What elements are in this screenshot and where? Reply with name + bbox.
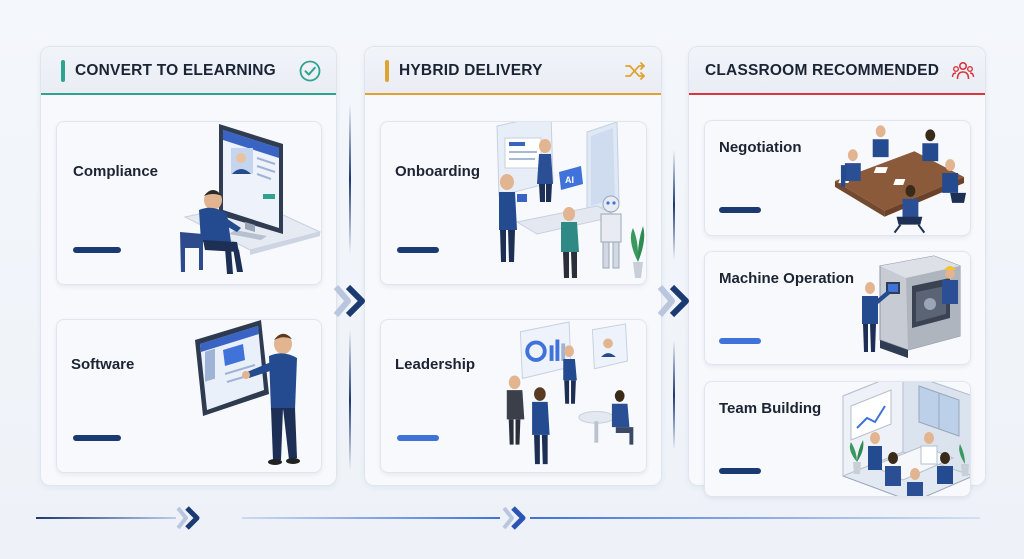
chevron-right-icon (657, 284, 689, 318)
card-bar (397, 247, 439, 253)
software-illustration (195, 320, 300, 465)
chevron-right-icon (176, 506, 200, 530)
card-label: Onboarding (395, 163, 480, 180)
compliance-illustration (180, 124, 321, 274)
card-label: Software (71, 356, 135, 373)
card-bar (73, 247, 121, 253)
leadership-illustration (506, 321, 634, 465)
chevron-right-icon (333, 284, 365, 318)
header-underline (689, 93, 985, 95)
card-bar (73, 435, 121, 441)
header-underline (365, 93, 661, 95)
column-title: CLASSROOM RECOMMENDED (705, 62, 940, 79)
card-bar (397, 435, 439, 441)
column-classroom-recommended: CLASSROOM RECOMMENDED Negotiation (688, 46, 986, 497)
accent-bar (61, 60, 65, 82)
column-hybrid-delivery: HYBRID DELIVERY Onboarding AI (364, 46, 662, 486)
column-header: CONVERT TO ELEARNING (41, 47, 336, 95)
card-bar (719, 468, 761, 474)
card-label: Team Building (719, 400, 822, 417)
card-team-building[interactable]: Team Building (704, 381, 971, 497)
column-header: HYBRID DELIVERY (365, 47, 661, 95)
chevron-right-icon (502, 506, 526, 530)
timeline-line (36, 517, 176, 519)
accent-bar (385, 60, 389, 82)
column-header: CLASSROOM RECOMMENDED (689, 47, 985, 95)
negotiation-illustration (834, 125, 967, 234)
column-convert-to-elearning: CONVERT TO ELEARNING Compliance (40, 46, 337, 486)
check-circle-icon (299, 60, 321, 82)
connector-line (349, 104, 351, 254)
card-leadership[interactable]: Leadership (380, 319, 647, 473)
card-label: Negotiation (719, 139, 802, 156)
card-negotiation[interactable]: Negotiation (704, 120, 971, 236)
card-label: Leadership (395, 356, 476, 373)
header-underline (41, 93, 336, 95)
people-group-icon (951, 61, 975, 80)
card-compliance[interactable]: Compliance (56, 121, 322, 285)
card-label: Machine Operation (719, 270, 855, 287)
connector-line (673, 150, 675, 260)
card-machine-operation[interactable]: Machine Operation (704, 251, 971, 365)
ai-screen-text: AI (565, 175, 574, 185)
column-title: CONVERT TO ELEARNING (75, 62, 276, 79)
column-title: HYBRID DELIVERY (399, 62, 543, 79)
card-software[interactable]: Software (56, 319, 322, 473)
card-onboarding[interactable]: Onboarding AI (380, 121, 647, 285)
onboarding-illustration: AI (496, 122, 645, 278)
timeline-line (242, 517, 500, 519)
team-building-illustration (842, 382, 970, 496)
shuffle-icon (625, 62, 645, 80)
connector-line (349, 330, 351, 470)
machine-operation-illustration (862, 255, 961, 358)
card-label: Compliance (73, 163, 159, 180)
connector-line (673, 340, 675, 450)
card-bar (719, 338, 761, 344)
timeline-line (530, 517, 980, 519)
card-bar (719, 207, 761, 213)
